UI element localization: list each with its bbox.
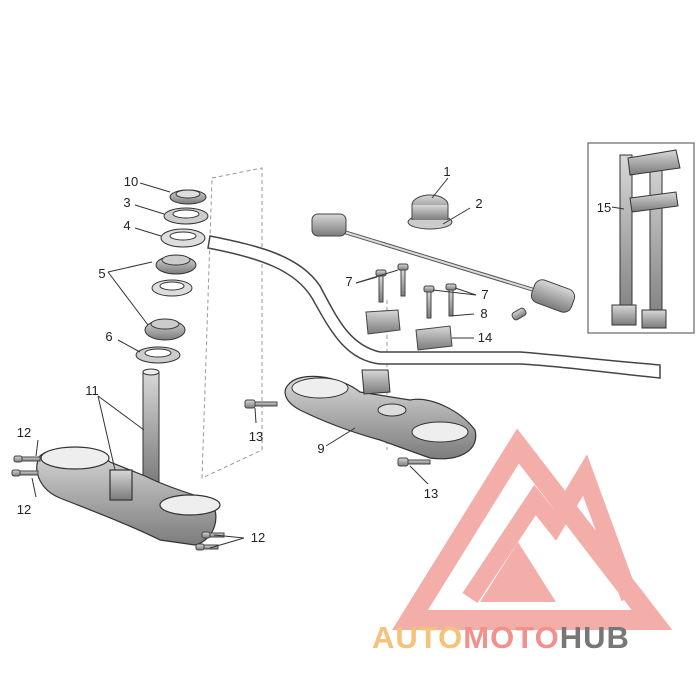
logo-triangle-outer [392,428,673,630]
crossbar-pad [407,194,453,230]
callout-12-right: 12 [251,530,265,545]
callout-5: 5 [98,266,105,281]
reference-dashed-box [201,167,263,479]
watermark-hub: HUB [560,620,630,655]
crossbar-clamp-left [311,213,347,237]
callout-8: 8 [480,306,487,321]
leader-lines [31,177,625,549]
callout-4: 4 [123,218,130,233]
steering-stem [142,368,160,483]
callout-14: 14 [478,330,492,345]
callout-7-left: 7 [345,274,352,289]
bolts-13 [244,399,431,467]
callout-12-top: 12 [17,425,31,440]
callout-12-bottom: 12 [17,502,31,517]
crossbar-clamp-right [530,279,576,313]
handlebar-crossbar [311,213,576,321]
logo-triangle-inner [480,542,556,602]
callout-3: 3 [123,195,130,210]
handlebar-risers [365,309,453,351]
callout-13-right: 13 [424,486,438,501]
callout-labels: 1 2 3 4 5 6 7 7 8 9 10 11 12 12 12 13 13… [17,164,611,545]
callout-15: 15 [597,200,611,215]
logo-m-stroke [462,454,639,603]
svg-text:AUTOMOTOHUB: AUTOMOTOHUB [372,620,630,655]
callout-9: 9 [317,441,324,456]
callout-7-right: 7 [481,287,488,302]
fork-inset [587,142,695,334]
watermark-moto: MOTO [463,620,559,655]
watermark-logo [392,428,673,630]
watermark-text: AUTOMOTOHUB [372,620,630,655]
callout-10: 10 [124,174,138,189]
callout-6: 6 [105,329,112,344]
bottom-triple-clamp [36,446,221,546]
top-triple-clamp [284,369,477,460]
bolts-7 [375,263,457,319]
callout-1: 1 [443,164,450,179]
callout-2: 2 [475,196,482,211]
callout-11: 11 [85,383,99,398]
handlebar [207,235,661,379]
steering-bearing-stack [135,189,209,364]
watermark-auto: AUTO [372,620,463,655]
pin-part [511,307,527,321]
callout-13-left: 13 [249,429,263,444]
